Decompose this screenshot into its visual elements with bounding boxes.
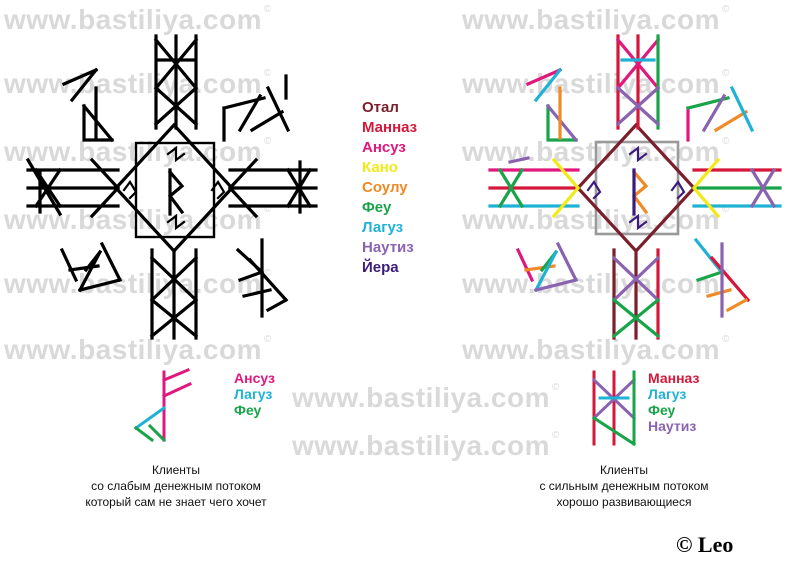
lower-left-bindrune — [515, 247, 535, 283]
upper-right-bindrune — [222, 74, 291, 142]
legend-item-mannaz: Манназ — [648, 370, 700, 386]
center-rune-left — [586, 180, 602, 200]
small-right-bindrune — [591, 370, 637, 447]
right-caption: Клиенты с сильным денежным потоком хорош… — [494, 462, 754, 510]
left-bindrune — [25, 157, 121, 219]
left-small-legend: Ансуз Лагуз Феу — [234, 370, 275, 418]
caption-line: со слабым денежным потоком — [91, 479, 261, 493]
lower-left-bindrune — [59, 241, 123, 293]
top-bindrune — [153, 34, 199, 130]
watermark: www.bastiliya.com© — [462, 334, 730, 365]
center-rune-right — [210, 180, 226, 200]
upper-left-bindrune — [61, 67, 115, 143]
center-rune-middle — [631, 169, 649, 215]
watermark: www.bastiliya.com© — [462, 268, 730, 299]
left-caption: Клиенты со слабым денежным потоком котор… — [46, 462, 306, 510]
caption-line: хорошо развивающиеся — [556, 495, 692, 509]
legend-item-mannaz: Манназ — [362, 119, 418, 136]
center-rune-top — [628, 145, 648, 163]
bottom-bindrune — [149, 248, 199, 340]
watermark: www.bastiliya.com© — [292, 382, 560, 413]
watermark: www.bastiliya.com© — [4, 136, 272, 167]
watermark: www.bastiliya.com© — [462, 68, 730, 99]
caption-line: с сильным денежным потоком — [539, 479, 709, 493]
legend-item-feu: Феу — [362, 199, 392, 216]
caption-line: который сам не знает чего хочет — [85, 495, 267, 509]
legend-item-feu: Феу — [234, 402, 262, 418]
right-small-legend: Манназ Лагуз Феу Наутиз — [648, 370, 699, 434]
legend-item-ansuz: Ансуз — [362, 139, 406, 156]
legend-item-soulu: Соулу — [362, 179, 408, 196]
caption-line: Клиенты — [599, 463, 649, 477]
lower-right-bindrune — [235, 238, 289, 318]
watermark: www.bastiliya.com© — [4, 68, 272, 99]
center-rune-right — [670, 180, 686, 200]
legend-item-ansuz: Ансуз — [234, 370, 275, 386]
legend-item-laguz: Лагуз — [234, 386, 273, 402]
center-rune-bottom — [628, 213, 648, 231]
copyright-label: © Leo — [676, 532, 734, 557]
watermark: www.bastiliya.com© — [4, 4, 272, 35]
legend-item-laguz: Лагуз — [362, 219, 404, 236]
small-left-bindrune — [133, 368, 192, 443]
top-bindrune — [616, 34, 640, 130]
right-bindrune — [227, 157, 318, 219]
watermark: www.bastiliya.com© — [4, 204, 272, 235]
watermark: www.bastiliya.com© — [4, 268, 272, 299]
caption-line: Клиенты — [151, 463, 201, 477]
legend-item-laguz: Лагуз — [648, 386, 687, 402]
watermark: www.bastiliya.com© — [292, 430, 560, 461]
inner-frame-grey — [594, 140, 680, 236]
legend-item-feu: Феу — [648, 402, 676, 418]
center-rune-middle — [167, 168, 185, 216]
upper-left-bindrune — [525, 67, 563, 87]
right-rune-formula — [488, 34, 782, 340]
center-rune-top — [166, 145, 186, 163]
legend-item-kano: Кано — [362, 159, 398, 176]
bottom-bindrune — [612, 248, 638, 340]
watermark: www.bastiliya.com© — [462, 4, 730, 35]
legend-item-nautiz: Наутиз — [362, 239, 414, 256]
legend-item-yera: Йера — [362, 259, 399, 276]
main-legend: Отал Манназ Ансуз Кано Соулу Феу Лагуз Н… — [362, 98, 417, 278]
legend-item-nautiz: Наутиз — [648, 418, 697, 434]
legend-item-otal: Отал — [362, 99, 399, 116]
left-rune-formula — [25, 34, 318, 340]
center-rune-left — [122, 180, 138, 200]
center-rune-bottom — [166, 213, 186, 231]
watermark: www.bastiliya.com© — [4, 334, 272, 365]
